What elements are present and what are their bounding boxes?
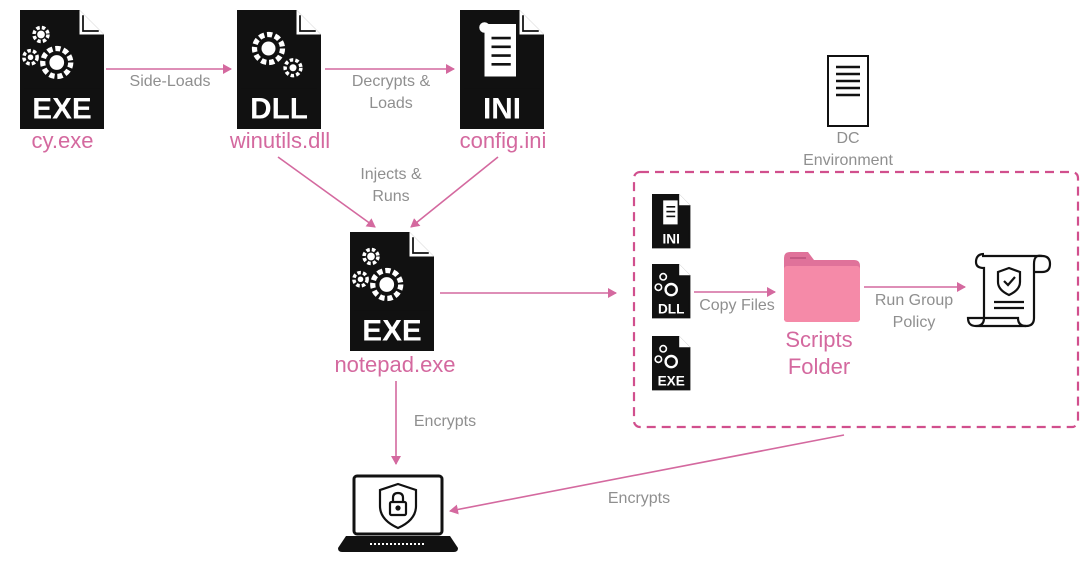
config-ini-label: config.ini [459,128,547,153]
encrypts-dc-label: Encrypts [607,490,671,507]
exe-badge: EXE [32,93,92,126]
scripts-folder-label: Scripts Folder [785,327,853,379]
server-icon [827,55,869,127]
dc-environment-label: DC Environment [803,130,893,169]
dll-badge: DLL [658,302,684,317]
notepad-exe-label: notepad.exe [334,352,456,377]
gear-icon [251,31,303,78]
scroll-icon [479,22,516,77]
arrow-encrypts-dc [449,434,845,515]
run-group-policy-label: Run Group Policy [874,292,954,331]
dc-environment-box [632,170,1080,429]
dll-file-icon: DLL [652,264,691,319]
gear-icon [654,272,679,297]
decrypts-loads-label: Decrypts & Loads [351,73,431,112]
copy-files-label: Copy Files [699,297,775,314]
dll-badge: DLL [250,93,308,126]
arrow-ini-to-notepad [410,156,499,228]
exe-file-icon: EXE [652,336,691,391]
ini-badge: INI [663,232,680,247]
exe-badge: EXE [362,315,422,348]
flow-arrows [106,64,966,515]
gear-icon [352,247,404,302]
exe-badge: EXE [658,374,685,389]
exe-file-icon: EXE [350,232,434,351]
scroll-icon [663,200,678,225]
gear-icon [654,344,679,369]
ini-badge: INI [483,93,521,126]
side-loads-label: Side-Loads [129,73,211,90]
gear-icon [22,25,74,80]
ini-file-icon: INI [460,10,544,129]
arrow-dll-to-notepad [277,156,376,228]
dll-file-icon: DLL [237,10,321,129]
ini-file-icon: INI [652,194,691,249]
lock-shield-icon [378,482,418,530]
laptop-icon [338,474,458,552]
folder-icon [784,252,860,322]
injects-runs-label: Injects & Runs [360,166,422,205]
shield-icon [996,266,1022,297]
winutils-dll-label: winutils.dll [229,128,331,153]
policy-certificate-icon [966,252,1052,328]
exe-file-icon: EXE [20,10,104,129]
cy-exe-label: cy.exe [31,128,94,153]
encrypts-down-label: Encrypts [413,413,477,430]
